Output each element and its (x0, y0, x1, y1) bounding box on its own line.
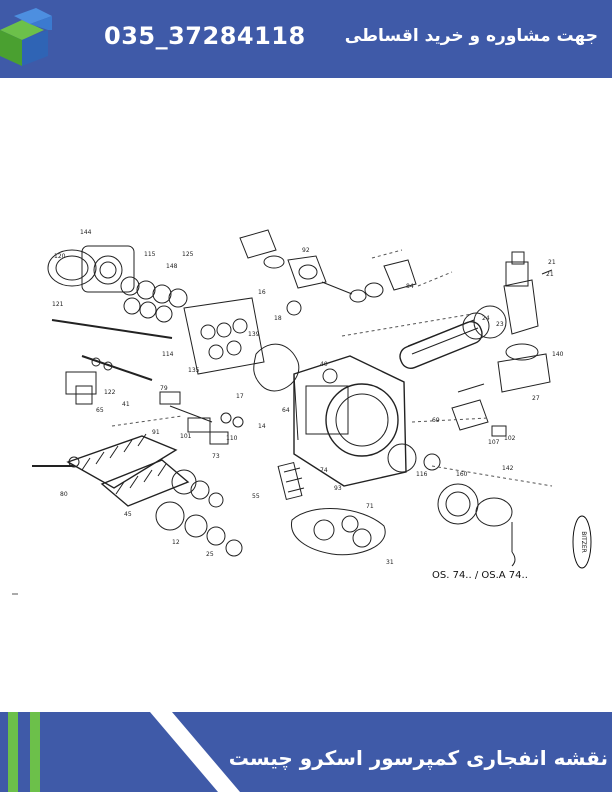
part-number: 135 (188, 367, 200, 374)
part-number: 21 (546, 271, 554, 278)
part-number: 40 (320, 361, 328, 368)
model-label: OS. 74.. / OS.A 74.. (432, 570, 528, 581)
footer-shapes (0, 712, 612, 792)
cover-gasket-part (291, 508, 386, 556)
part-number: 144 (80, 229, 92, 236)
valve-body-part (462, 251, 553, 393)
part-number: 140 (552, 351, 564, 358)
part-number: 80 (60, 491, 68, 498)
part-number: 64 (282, 407, 290, 414)
shaft-rod-part (51, 319, 173, 405)
part-number: 73 (212, 453, 220, 460)
part-number: 91 (152, 429, 160, 436)
part-number: 27 (532, 395, 540, 402)
part-number: 17 (236, 393, 244, 400)
part-number: 160 (456, 471, 468, 478)
footer-title: نقشه انفجاری کمپرسور اسکرو چیست (228, 746, 608, 770)
part-number: 115 (144, 251, 156, 258)
screw-rotor-part (32, 433, 190, 507)
flexible-hose-part (399, 319, 483, 369)
part-number: 55 (252, 493, 260, 500)
flange-assembly-part (239, 229, 417, 316)
part-number: 142 (502, 465, 514, 472)
part-number: 139 (248, 331, 260, 338)
part-number: 110 (226, 435, 238, 442)
part-number: 16 (258, 289, 266, 296)
part-number: 65 (96, 407, 104, 414)
consultation-text: جهت مشاوره و خرید اقساطی (344, 26, 598, 46)
part-number: 79 (160, 385, 168, 392)
part-number: 101 (180, 433, 192, 440)
part-number: 116 (416, 471, 428, 478)
main-compressor-housing (293, 355, 407, 487)
gasket-outline (253, 343, 300, 392)
part-number: 121 (52, 301, 64, 308)
part-number: 148 (166, 263, 178, 270)
part-number: 102 (504, 435, 516, 442)
part-number: 31 (386, 559, 394, 566)
company-logo-icon (0, 8, 52, 66)
part-number: 45 (124, 511, 132, 518)
bearing-housing-part (47, 245, 135, 293)
part-number: 21 (548, 259, 556, 266)
part-number: 122 (104, 389, 116, 396)
exploded-view-diagram: 144 120 115 121 114 148 16 125 101 91 80… (12, 229, 592, 595)
part-number: 24 (482, 315, 490, 322)
support-bracket-part (451, 383, 507, 437)
leader-lines (111, 249, 553, 487)
part-number: 84 (406, 283, 414, 290)
part-number-labels: 144 120 115 121 114 148 16 125 101 91 80… (52, 229, 564, 566)
part-number: 14 (258, 423, 266, 430)
seal-rings-stack (120, 276, 188, 323)
part-number: 107 (488, 439, 500, 446)
bearing-plate-part (183, 297, 265, 375)
rotor-bearings-part (155, 469, 243, 557)
bearing-cover-part (387, 443, 516, 567)
part-number: 120 (54, 253, 66, 260)
part-number: 25 (206, 551, 214, 558)
part-number: 18 (274, 315, 282, 322)
brand-logo-icon: BITZER (572, 515, 592, 569)
part-number: 114 (162, 351, 174, 358)
part-number: 125 (182, 251, 194, 258)
filter-screen-part (277, 461, 305, 501)
footer-bar: نقشه انفجاری کمپرسور اسکرو چیست (0, 712, 612, 792)
part-number: 12 (172, 539, 180, 546)
svg-text:BITZER: BITZER (580, 531, 587, 553)
part-number: 23 (496, 321, 504, 328)
part-number: 92 (302, 247, 310, 254)
part-number: 69 (432, 417, 440, 424)
part-number: 74 (320, 467, 328, 474)
small-fittings-part (159, 391, 244, 445)
part-number: 41 (122, 401, 130, 408)
header-bar: 035_37284118 جهت مشاوره و خرید اقساطی (0, 0, 612, 78)
part-number: 71 (366, 503, 374, 510)
part-number: 93 (334, 485, 342, 492)
phone-number: 035_37284118 (104, 22, 306, 50)
